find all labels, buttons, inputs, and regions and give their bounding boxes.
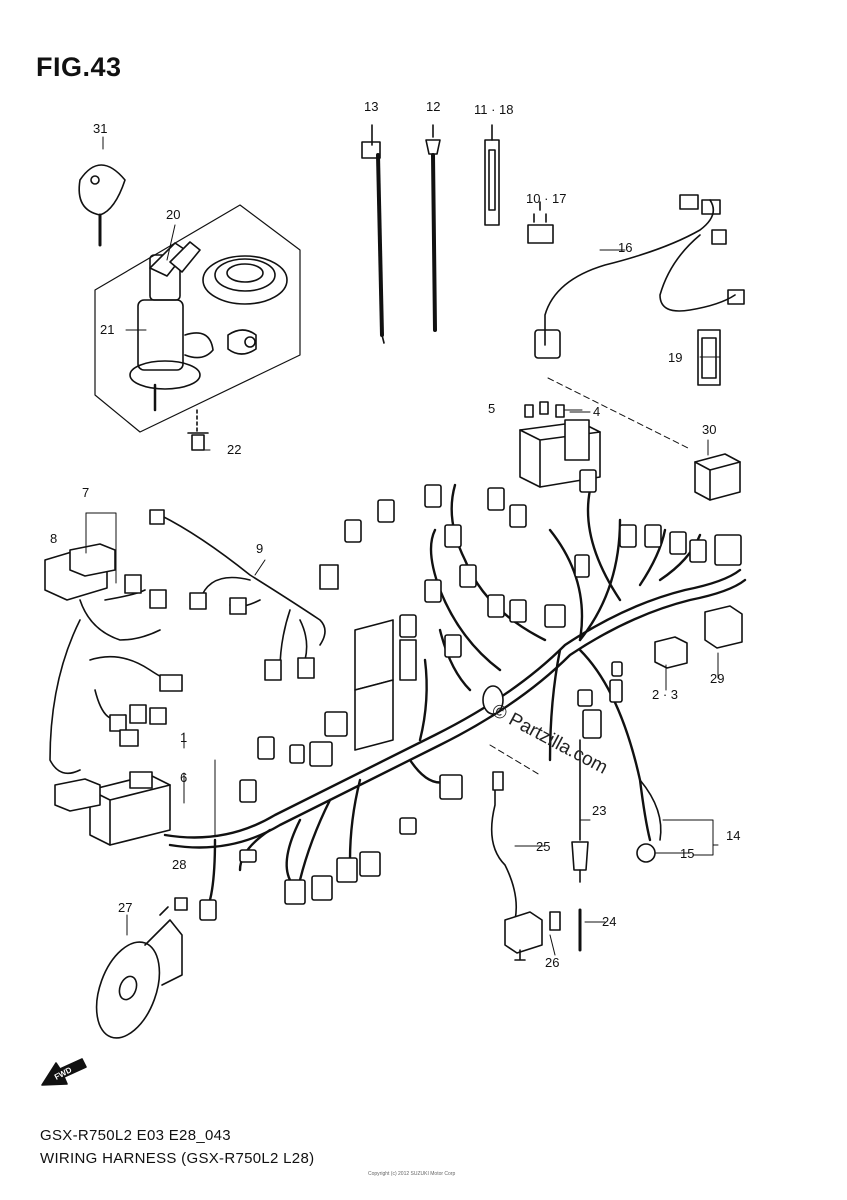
- callout-6: 6: [180, 770, 187, 785]
- callout-1: 1: [180, 730, 187, 745]
- callout-20: 20: [166, 207, 180, 222]
- callout-11-18: 11 · 18: [474, 102, 514, 117]
- callout-9: 9: [256, 541, 263, 556]
- figure-title: FIG.43: [36, 52, 122, 82]
- callout-5: 5: [488, 401, 495, 416]
- callout-26: 26: [545, 955, 559, 970]
- callout-7: 7: [82, 485, 89, 500]
- callout-29: 29: [710, 671, 724, 686]
- fwd-label: FWD: [52, 1065, 74, 1082]
- fwd-badge: FWD: [40, 1062, 84, 1090]
- callout-24: 24: [602, 914, 616, 929]
- callout-31: 31: [93, 121, 107, 136]
- callout-21: 21: [100, 322, 114, 337]
- callout-4: 4: [593, 404, 600, 419]
- caption-model: GSX-R750L2 E03 E28_043: [40, 1127, 231, 1144]
- left-harness-group: [44, 543, 183, 846]
- callout-8: 8: [50, 531, 57, 546]
- callout-15: 15: [680, 846, 694, 861]
- fwd-arrow-icon: [41, 1058, 87, 1086]
- sub-harness-9: [149, 509, 339, 681]
- callout-22: 22: [227, 442, 241, 457]
- callout-12: 12: [426, 99, 440, 114]
- callout-23: 23: [592, 803, 606, 818]
- callout-16: 16: [618, 240, 632, 255]
- callout-2-3: 2 · 3: [652, 687, 678, 702]
- footer-copyright: Copyright (c) 2012 SUZUKI Motor Corp: [368, 1171, 456, 1177]
- callout-30: 30: [702, 422, 716, 437]
- callout-28: 28: [172, 857, 186, 872]
- callout-25: 25: [536, 839, 550, 854]
- callout-10-17: 10 · 17: [526, 191, 566, 206]
- main-harness: [163, 483, 747, 902]
- callout-27: 27: [118, 900, 132, 915]
- sub-harness-group: [534, 194, 745, 501]
- callout-13: 13: [364, 99, 378, 114]
- callout-19: 19: [668, 350, 682, 365]
- leader-lines: [85, 136, 721, 956]
- caption-title: WIRING HARNESS (GSX-R750L2 L28): [40, 1150, 315, 1167]
- relays: [654, 605, 743, 669]
- ignition-switch-group: [78, 164, 301, 451]
- horn: [95, 897, 188, 1039]
- callout-14: 14: [726, 828, 740, 843]
- cable-ties-group: [361, 124, 554, 344]
- harness-connectors: [199, 469, 742, 921]
